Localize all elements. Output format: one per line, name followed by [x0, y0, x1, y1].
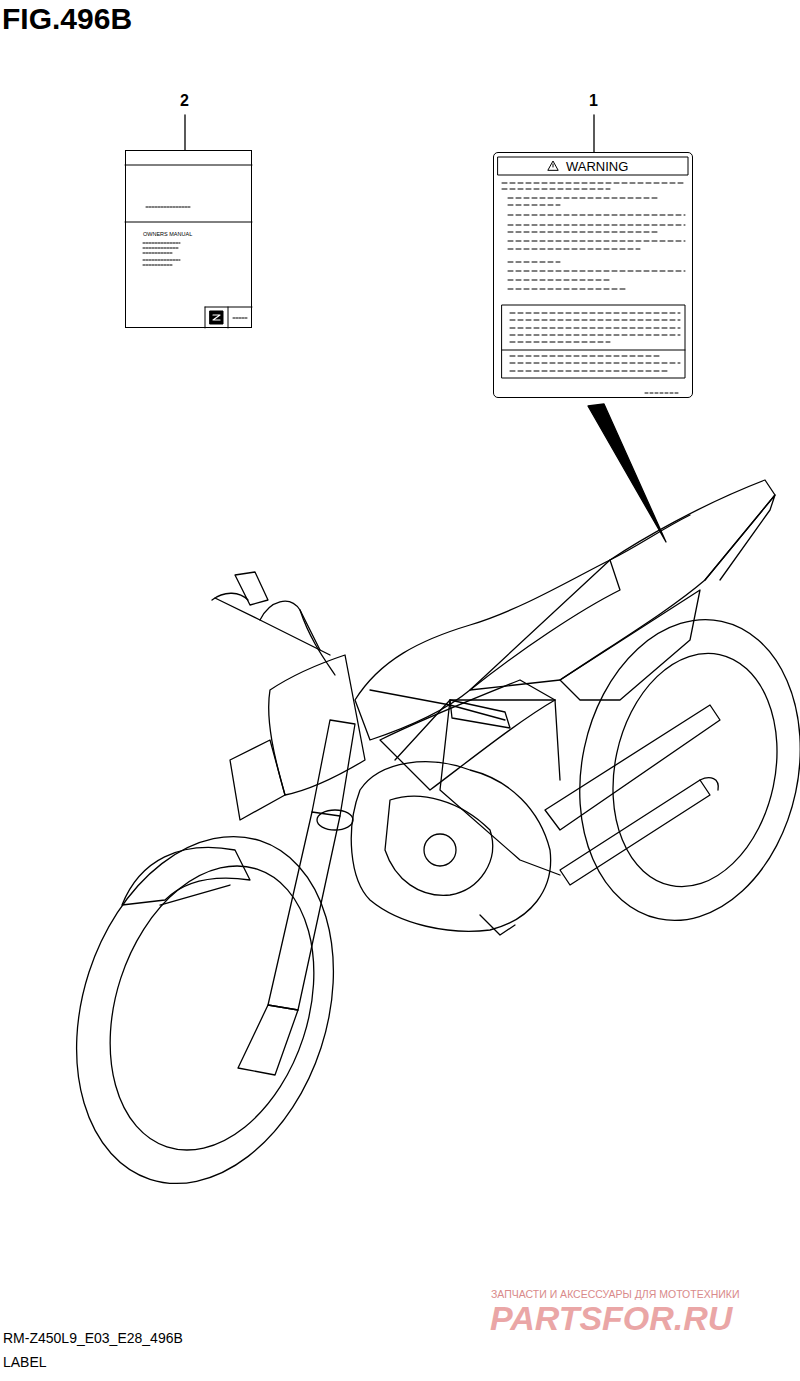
figure-title: FIG.496B — [2, 2, 132, 35]
figure-name: LABEL — [3, 1355, 47, 1370]
watermark: PARTSFOR.RU — [490, 1300, 732, 1337]
motorcycle — [34, 480, 800, 1217]
label-text: OWNERS MANUAL — [143, 231, 192, 237]
warning-label: WARNING — [493, 152, 693, 398]
leader-line — [184, 115, 185, 150]
label-text: WARNING — [566, 160, 628, 174]
callout-number: 1 — [589, 92, 598, 110]
callout-number: 2 — [180, 92, 189, 110]
leader-line — [593, 115, 594, 152]
manual-label: OWNERS MANUAL — [125, 150, 252, 328]
manual-details — [125, 165, 252, 328]
figure-code: RM-Z450L9_E03_E28_496B — [3, 1331, 183, 1346]
warning-details — [498, 157, 688, 393]
pointer-wedge — [588, 404, 666, 542]
watermark: ЗАПЧАСТИ И АКСЕССУАРЫ ДЛЯ МОТОТЕХНИКИ — [491, 1289, 739, 1301]
